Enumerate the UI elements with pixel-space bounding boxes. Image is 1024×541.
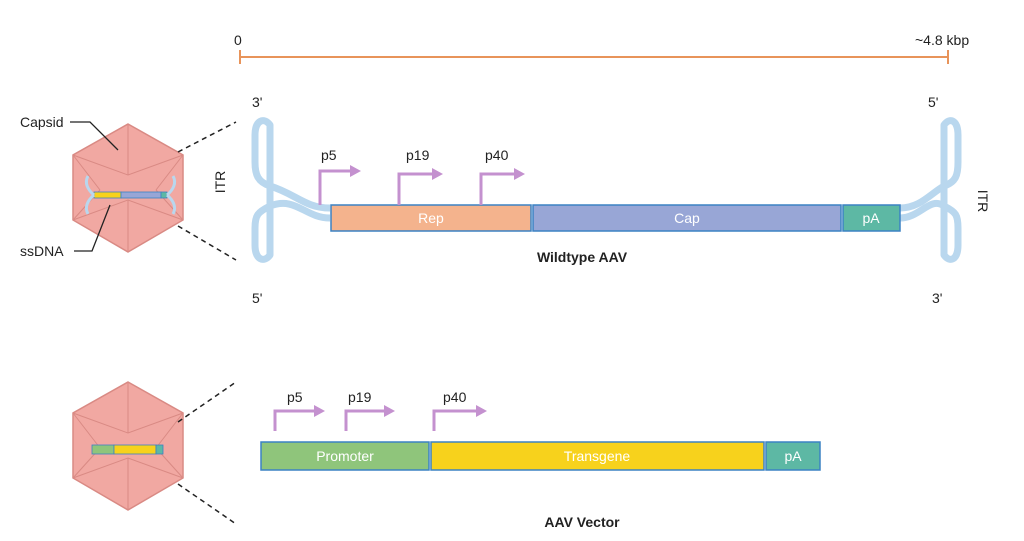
pa-segment (842, 204, 901, 232)
promoter-p5-arrow (318, 165, 361, 205)
zoom-line-bottom-vector (177, 483, 237, 525)
promoter-segment (260, 441, 430, 471)
wildtype-genome: Rep Cap pA (330, 204, 901, 232)
zoom-line-top-vector (177, 381, 237, 423)
promoter-p40-arrow (479, 168, 525, 205)
wt-p19-label: p19 (406, 147, 430, 163)
vector-promoter-p19-arrow (344, 405, 395, 431)
left-top-end: 3' (252, 94, 262, 110)
capsid-vector (72, 381, 237, 525)
vector-promoter-p5-arrow (273, 405, 325, 431)
vector-title: AAV Vector (544, 514, 620, 530)
vector-promoters (273, 405, 487, 431)
vec-p40-label: p40 (443, 389, 467, 405)
pa-label: pA (862, 210, 880, 226)
scale-start-label: 0 (234, 32, 242, 48)
wildtype-promoters (318, 165, 525, 205)
promoter-p19-arrow (397, 168, 443, 205)
transgene-label: Transgene (564, 448, 631, 464)
transgene-segment (430, 441, 765, 471)
cap-label: Cap (674, 210, 700, 226)
zoom-line-bottom (177, 225, 237, 261)
vector-pa-label: pA (784, 448, 802, 464)
itr-right: ITR 5' 3' (899, 94, 991, 306)
itr-right-label: ITR (975, 190, 991, 213)
rep-segment (330, 204, 532, 232)
right-bottom-end: 3' (932, 290, 942, 306)
rep-label: Rep (418, 210, 444, 226)
promoter-label: Promoter (316, 448, 374, 464)
itr-left-label: ITR (212, 171, 228, 194)
capsid-leader (70, 121, 119, 151)
vec-p5-label: p5 (287, 389, 303, 405)
ssdna-label: ssDNA (20, 243, 64, 259)
left-bottom-end: 5' (252, 290, 262, 306)
capsid-label: Capsid (20, 114, 64, 130)
scale-end-label: ~4.8 kbp (915, 32, 969, 48)
right-top-end: 5' (928, 94, 938, 110)
zoom-line-top (177, 121, 237, 153)
cap-segment (532, 204, 842, 232)
wt-p40-label: p40 (485, 147, 509, 163)
vector-promoter-p40-arrow (432, 405, 487, 431)
vec-p19-label: p19 (348, 389, 372, 405)
capsid-wildtype: Capsid ssDNA (20, 114, 237, 261)
scale-bar: 0 ~4.8 kbp (234, 32, 969, 64)
wt-p5-label: p5 (321, 147, 337, 163)
itr-left: ITR 3' 5' (212, 94, 331, 306)
vector-genome: Promoter Transgene pA (260, 441, 821, 471)
vector-pa-segment (765, 441, 821, 471)
ssdna-leader (74, 204, 111, 252)
wildtype-title: Wildtype AAV (537, 249, 628, 265)
